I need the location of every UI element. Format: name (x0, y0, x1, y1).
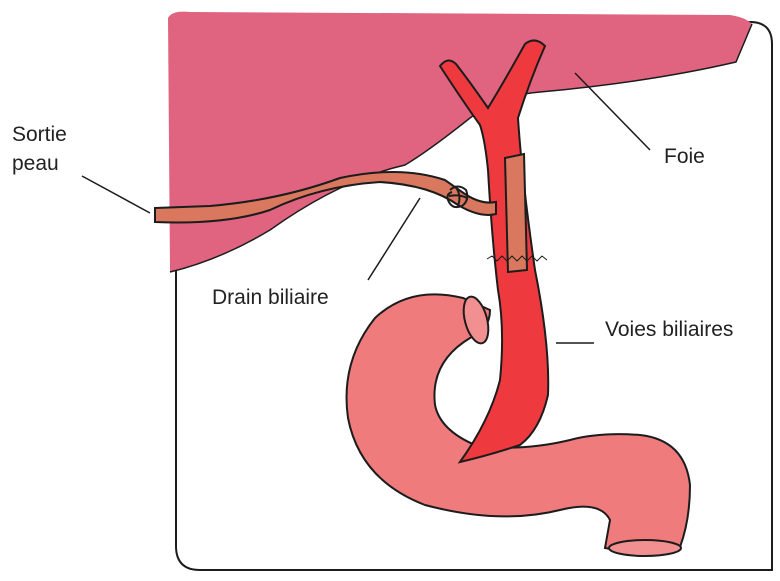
label-voies-biliaires: Voies biliaires (605, 317, 733, 343)
label-drain-biliaire: Drain biliaire (212, 285, 329, 311)
label-foie: Foie (664, 144, 705, 170)
label-sortie-peau: Sortie peau (12, 120, 67, 178)
intestine-opening-bottom (609, 540, 681, 556)
label-sortie-line1: Sortie (12, 120, 67, 149)
leader-drain (368, 198, 420, 280)
liver (168, 12, 752, 272)
label-sortie-line2: peau (12, 149, 67, 178)
leader-sortie (82, 176, 150, 213)
t-tube (505, 154, 527, 272)
